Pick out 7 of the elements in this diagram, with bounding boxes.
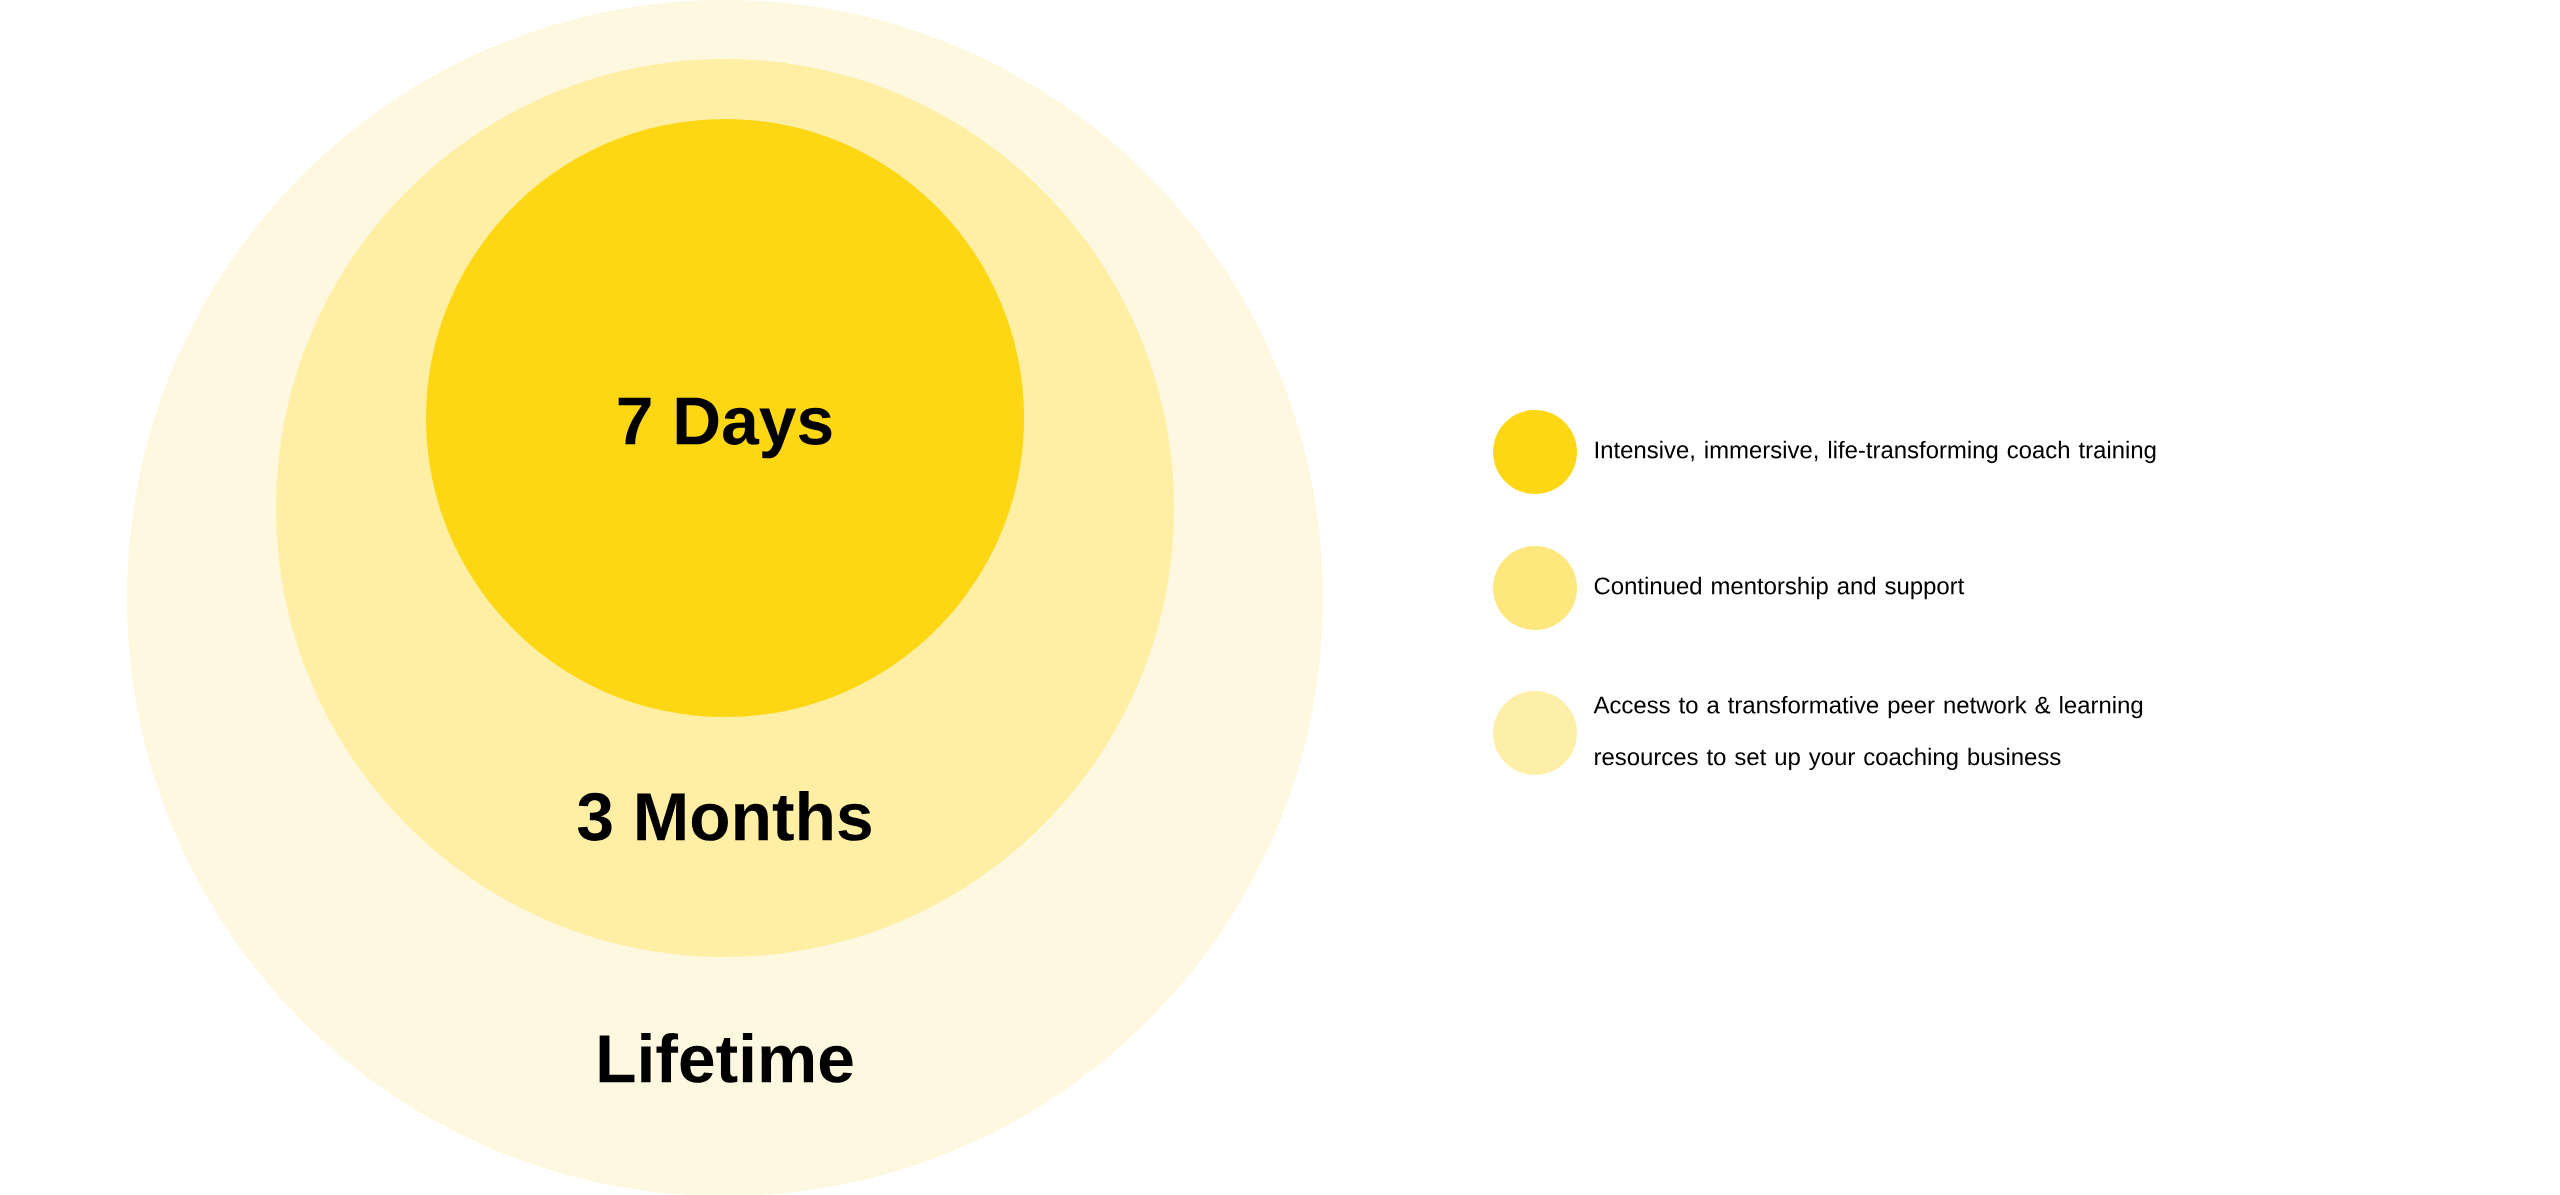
circle-label: 7 Days: [618, 397, 832, 459]
legend-text: Intensive, immersive, life-transforming coach training: [1595, 440, 2156, 464]
legend-text: Continued mentorship and support: [1594, 576, 1965, 600]
circle-label: 3 Months: [577, 791, 871, 841]
legend-text: Access to a transformative peer network & learning resources to set up your coaching business: [1593, 695, 2143, 771]
circle-label: Lifetime: [599, 1033, 853, 1083]
circle: [426, 119, 1024, 717]
